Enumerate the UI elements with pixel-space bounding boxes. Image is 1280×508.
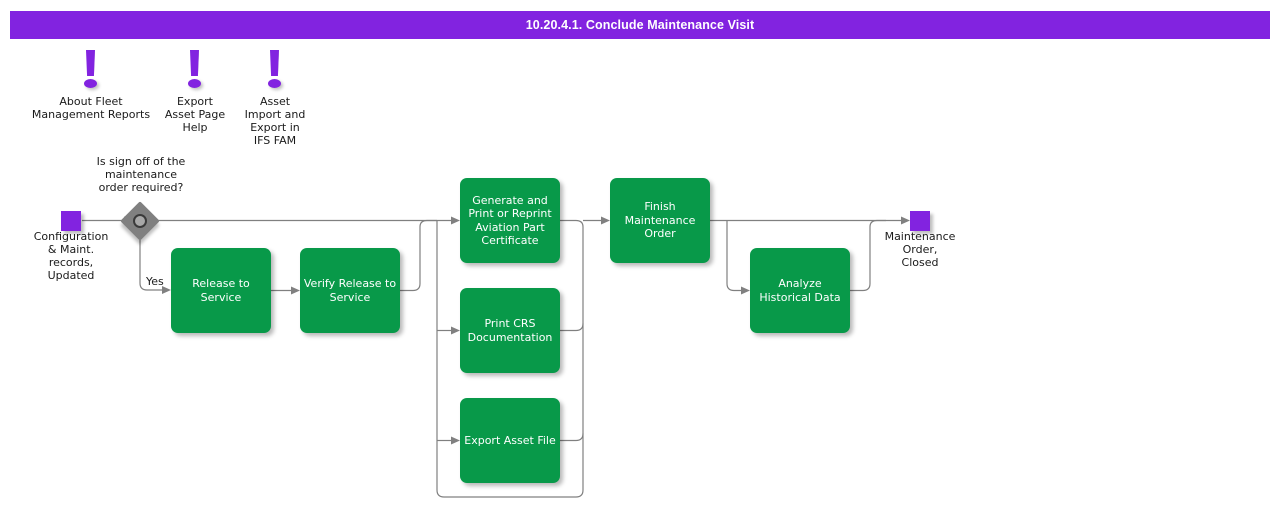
process-release-to-service[interactable]: Release to Service	[171, 248, 271, 333]
arrowhead-into-finish-maintenance-order	[601, 216, 610, 225]
exclamation-dot	[188, 79, 201, 88]
process-label-line: Order	[644, 227, 676, 241]
info-label-line: Asset Page	[164, 108, 226, 121]
process-verify-release-to-service[interactable]: Verify Release to Service	[300, 248, 400, 333]
info-label-line: Export	[176, 95, 213, 108]
process-label-line: Export Asset File	[464, 433, 556, 447]
link-print-crs-to-collector	[560, 323, 584, 332]
info-label-export-asset-page-help[interactable]: Export Asset Page Help	[150, 95, 240, 134]
decision-question-line: order required?	[98, 181, 184, 194]
exclamation-dot	[268, 79, 281, 88]
start-terminator-label: Configuration & Maint. records, Updated	[15, 230, 127, 282]
info-label-line: About Fleet	[59, 95, 123, 108]
decision-question-label: Is sign off of the maintenance order req…	[70, 155, 212, 194]
arrowhead-into-print-crs	[451, 326, 460, 335]
exclamation-bar	[86, 50, 95, 76]
process-label-line: Certificate	[481, 234, 539, 247]
process-label-line: Print CRS	[484, 317, 536, 330]
process-finish-maintenance-order[interactable]: Finish Maintenance Order	[610, 178, 710, 263]
process-analyze-historical-data[interactable]: Analyze Historical Data	[750, 248, 850, 333]
terminator-label-line: Closed	[901, 256, 939, 269]
info-label-line: Asset	[259, 95, 291, 108]
info-label-asset-import-export-ifs-fam[interactable]: Asset Import and Export in IFS FAM	[232, 95, 318, 147]
link-export-asset-to-collector	[560, 433, 584, 442]
process-print-crs-documentation[interactable]: Print CRS Documentation	[460, 288, 560, 373]
decision-question-line: Is sign off of the	[96, 155, 186, 168]
terminator-label-line: & Maint.	[47, 243, 95, 256]
end-terminator[interactable]	[910, 211, 930, 231]
process-export-asset-file[interactable]: Export Asset File	[460, 398, 560, 483]
process-label-line: Generate and	[472, 193, 548, 207]
link-collector-rail	[560, 219, 584, 498]
link-finish-to-analyze	[726, 220, 741, 292]
decision-inner-circle-icon	[133, 213, 147, 228]
arrowhead-into-end-terminator	[901, 216, 910, 225]
info-label-about-fleet-management-reports[interactable]: About Fleet Management Reports	[5, 95, 177, 121]
process-label-line: Aviation Part	[475, 220, 545, 234]
process-label-line: Historical Data	[759, 290, 841, 304]
page-title: 10.20.4.1. Conclude Maintenance Visit	[525, 18, 755, 32]
terminator-label-line: Maintenance	[884, 230, 956, 243]
terminator-label-line: Updated	[47, 269, 95, 282]
process-label-line: Maintenance	[624, 213, 696, 227]
info-label-line: Import and	[244, 108, 306, 121]
info-label-line: IFS FAM	[253, 134, 297, 147]
process-label-line: Service	[200, 290, 242, 304]
link-verify-to-main-rail	[400, 219, 437, 292]
arrowhead-into-verify-release	[291, 286, 300, 295]
exclamation-icon[interactable]	[79, 50, 103, 90]
process-label-line: Finish	[644, 200, 676, 214]
arrowhead-into-generate-certificate	[451, 216, 460, 225]
process-label-line: Release to	[192, 277, 250, 290]
arrowhead-into-analyze-historical-data	[741, 286, 750, 295]
terminator-label-line: Order,	[902, 243, 938, 256]
exclamation-dot	[84, 79, 97, 88]
decision-yes-edge-label: Yes	[146, 275, 164, 288]
arrowhead-into-export-asset-file	[451, 436, 460, 445]
page-title-bar: 10.20.4.1. Conclude Maintenance Visit	[10, 11, 1270, 39]
process-label-line: Print or Reprint	[468, 207, 552, 220]
info-label-line: Management Reports	[31, 108, 151, 121]
exclamation-bar	[190, 50, 199, 76]
terminator-label-line: Configuration	[33, 230, 109, 243]
exclamation-icon[interactable]	[183, 50, 207, 90]
process-label-line: Analyze	[778, 277, 822, 290]
info-label-line: Help	[182, 121, 208, 134]
end-terminator-label: Maintenance Order, Closed	[864, 230, 976, 269]
start-terminator[interactable]	[61, 211, 81, 231]
exclamation-bar	[270, 50, 279, 76]
decision-question-line: maintenance	[104, 168, 178, 181]
process-label-line: Documentation	[467, 330, 553, 344]
info-label-line: Export in	[250, 121, 300, 134]
terminator-label-line: records,	[48, 256, 94, 269]
process-label-line: Verify Release to	[303, 277, 397, 290]
process-generate-print-aviation-part-certificate[interactable]: Generate and Print or Reprint Aviation P…	[460, 178, 560, 263]
process-label-line: Service	[329, 290, 371, 304]
exclamation-icon[interactable]	[263, 50, 287, 90]
